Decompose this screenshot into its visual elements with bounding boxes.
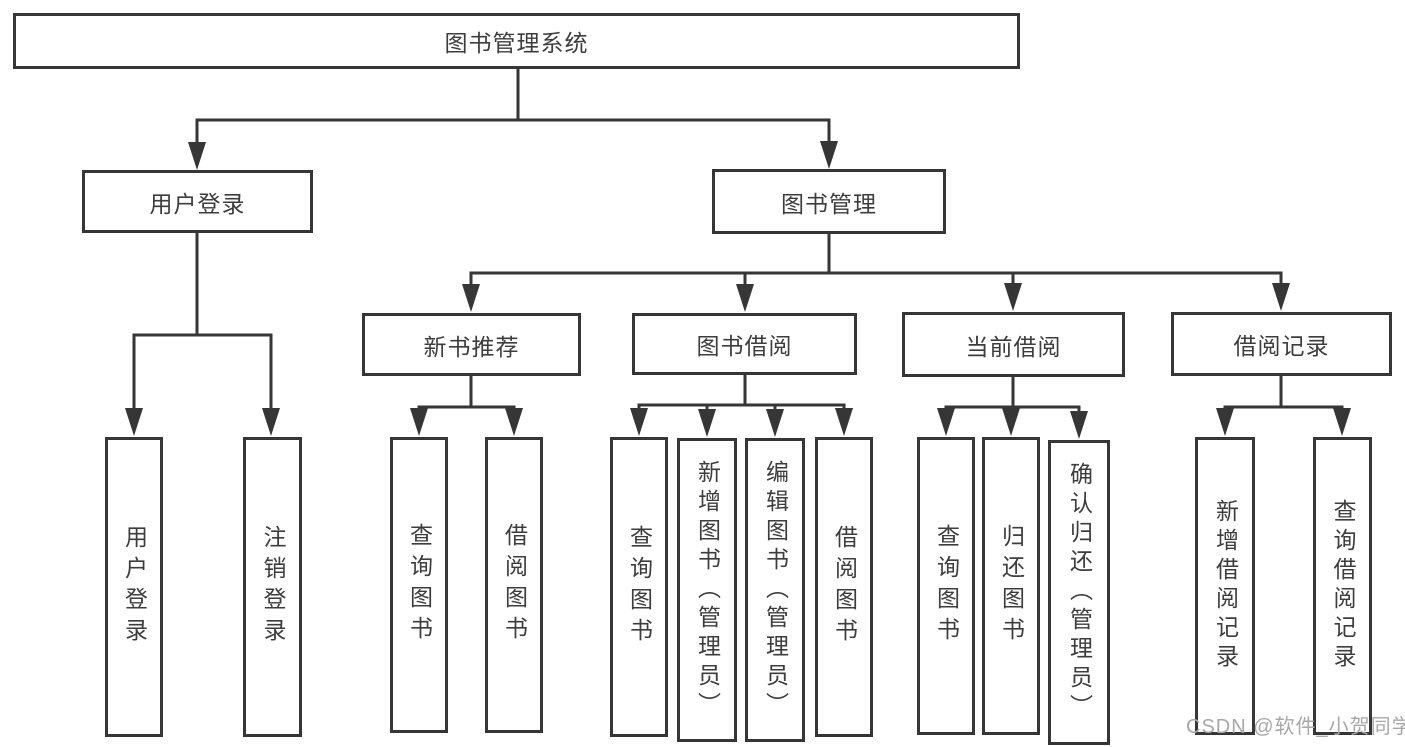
arrow-icon (835, 408, 853, 436)
connector-book-management (469, 232, 1283, 292)
arrow-icon (736, 284, 754, 312)
arrow-icon (630, 408, 648, 436)
arrow-icon (1333, 408, 1351, 436)
arrow-icon (410, 408, 428, 436)
connector-root (195, 67, 831, 148)
connector-user-login (132, 231, 273, 414)
node-query-borrow-record: 查询借阅记录 (1313, 437, 1372, 735)
node-query-books-borrow: 查询图书 (610, 437, 668, 737)
node-borrow-records: 借阅记录 (1171, 312, 1392, 376)
node-current-borrow: 当前借阅 (902, 312, 1125, 377)
arrow-icon (262, 408, 280, 436)
node-library-system: 图书管理系统 (13, 13, 1020, 69)
node-book-borrow: 图书借阅 (632, 313, 857, 375)
node-query-books-recommend: 查询图书 (390, 437, 448, 733)
node-confirm-return-admin: 确认归还（管理员） (1048, 440, 1110, 745)
arrowheads (125, 141, 1351, 439)
arrow-icon (766, 409, 784, 437)
connector-borrow-records (1223, 375, 1344, 414)
node-add-book-admin: 新增图书（管理员） (677, 438, 737, 742)
arrow-icon (462, 284, 480, 312)
arrow-icon (505, 408, 523, 436)
node-return-books: 归还图书 (982, 437, 1040, 735)
node-logout: 注销登录 (243, 437, 302, 737)
node-user-login: 用户登录 (82, 170, 313, 233)
arrow-icon (1070, 411, 1088, 439)
node-query-books-current: 查询图书 (917, 437, 975, 735)
node-borrow-books-recommend: 借阅图书 (485, 437, 543, 733)
node-edit-book-admin: 编辑图书（管理员） (745, 438, 805, 742)
arrow-icon (1272, 283, 1290, 311)
node-add-borrow-record: 新增借阅记录 (1195, 437, 1255, 735)
arrow-icon (937, 408, 955, 436)
arrow-icon (1216, 408, 1234, 436)
node-borrow-books-leaf: 借阅图书 (815, 437, 873, 737)
arrow-icon (1004, 283, 1022, 311)
connector-book-borrow (637, 373, 846, 415)
arrow-icon (698, 409, 716, 437)
arrow-icon (820, 141, 838, 169)
node-new-book-recommend: 新书推荐 (362, 313, 581, 376)
node-user-login-leaf: 用户登录 (105, 437, 163, 737)
arrow-icon (188, 142, 206, 170)
connector-new-book (417, 374, 516, 414)
arrow-icon (1002, 408, 1020, 436)
arrow-icon (125, 408, 143, 436)
node-book-management: 图书管理 (712, 169, 946, 234)
